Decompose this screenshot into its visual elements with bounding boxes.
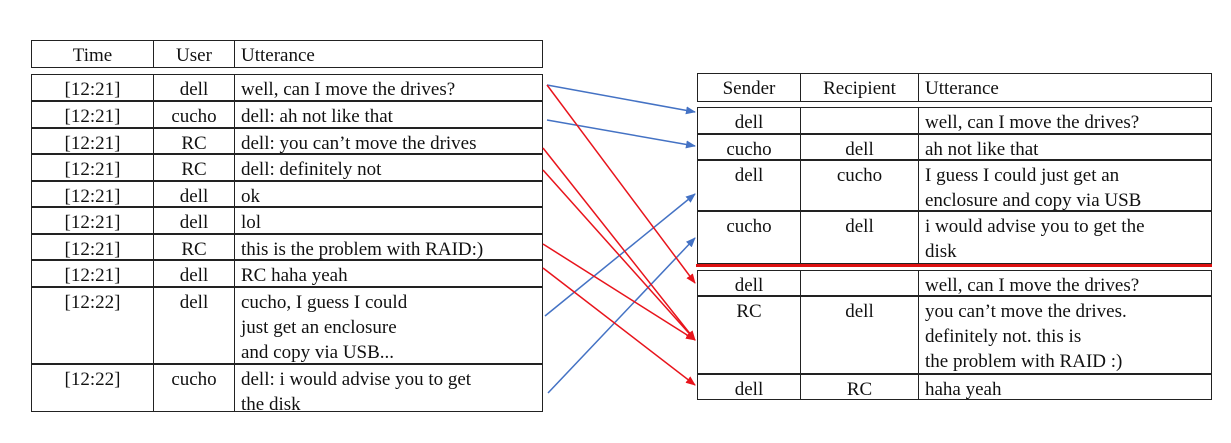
table-row: [12:21] dell lol xyxy=(31,207,543,234)
recipient-cell: RC xyxy=(800,375,918,400)
time-cell: [12:21] xyxy=(64,133,121,154)
utterance-cell: dell: definitely not xyxy=(234,155,542,180)
table-row: [12:22] cucho dell: i would advise you t… xyxy=(31,364,543,415)
time-cell: [12:22] xyxy=(64,369,121,390)
user-cell: dell xyxy=(153,182,234,207)
sender-cell: dell xyxy=(734,112,764,133)
recipient-cell: dell xyxy=(800,135,918,160)
sender-cell: cucho xyxy=(726,139,772,160)
red-arrow xyxy=(542,267,696,386)
table-row: dell RC haha yeah xyxy=(697,374,1212,400)
left-table-header: Time User Utterance xyxy=(31,40,543,68)
table-row: dell well, can I move the drives? xyxy=(697,107,1212,134)
utterance-cell: lol xyxy=(234,208,542,233)
user-cell: cucho xyxy=(153,102,234,127)
time-cell: [12:21] xyxy=(64,79,121,100)
time-cell: [12:21] xyxy=(64,265,121,286)
utterance-cell: dell: ah not like that xyxy=(234,102,542,127)
header-recipient: Recipient xyxy=(800,74,918,101)
utterance-cell: dell: you can’t move the drives xyxy=(234,129,542,154)
table-row: [12:21] dell well, can I move the drives… xyxy=(31,74,543,101)
user-cell: RC xyxy=(153,155,234,180)
right-table-header: Sender Recipient Utterance xyxy=(697,73,1212,102)
user-cell: cucho xyxy=(153,365,234,411)
blue-arrow xyxy=(547,237,696,394)
blue-arrow xyxy=(546,84,696,115)
utterance-cell: well, can I move the drives? xyxy=(918,271,1211,296)
time-cell: [12:22] xyxy=(64,292,121,313)
table-row: cucho dell ah not like that xyxy=(697,134,1212,160)
time-cell: [12:21] xyxy=(64,106,121,127)
sender-cell: dell xyxy=(734,379,764,400)
utterance-cell: cucho, I guess I could just get an enclo… xyxy=(234,288,542,363)
utterance-cell: ok xyxy=(234,182,542,207)
utterance-cell: dell: i would advise you to get the disk xyxy=(234,365,542,415)
table-row: [12:21] RC dell: definitely not xyxy=(31,154,543,181)
red-arrow xyxy=(542,243,696,341)
table-row: [12:21] RC dell: you can’t move the driv… xyxy=(31,128,543,154)
recipient-cell xyxy=(800,271,918,295)
red-arrow xyxy=(542,147,696,341)
utterance-cell: well, can I move the drives? xyxy=(234,75,542,100)
user-cell: RC xyxy=(153,129,234,154)
header-utterance: Utterance xyxy=(918,74,1211,101)
recipient-cell: dell xyxy=(800,297,918,373)
user-cell: dell xyxy=(153,75,234,100)
table-row: [12:22] dell cucho, I guess I could just… xyxy=(31,287,543,364)
utterance-cell: i would advise you to get the disk xyxy=(918,212,1211,263)
recipient-cell xyxy=(800,108,918,133)
red-arrow xyxy=(546,84,696,284)
table-row: [12:21] cucho dell: ah not like that xyxy=(31,101,543,128)
sender-cell: RC xyxy=(736,301,762,322)
utterance-cell: ah not like that xyxy=(918,135,1211,160)
utterance-cell: well, can I move the drives? xyxy=(918,108,1211,133)
sender-cell: dell xyxy=(734,275,764,296)
time-cell: [12:21] xyxy=(64,186,121,207)
table-row: cucho dell i would advise you to get the… xyxy=(697,211,1212,264)
table-row: dell well, can I move the drives? xyxy=(697,270,1212,296)
table-row: [12:21] dell RC haha yeah xyxy=(31,260,543,287)
user-cell: RC xyxy=(153,235,234,260)
time-cell: [12:21] xyxy=(64,212,121,233)
utterance-cell: I guess I could just get an enclosure an… xyxy=(918,161,1211,211)
sender-cell: cucho xyxy=(726,216,772,237)
recipient-cell: cucho xyxy=(800,161,918,210)
table-row: dell cucho I guess I could just get an e… xyxy=(697,160,1212,211)
utterance-cell: haha yeah xyxy=(918,375,1211,400)
header-user: User xyxy=(153,41,234,67)
header-utterance: Utterance xyxy=(234,41,542,67)
user-cell: dell xyxy=(153,288,234,363)
table-row: [12:21] RC this is the problem with RAID… xyxy=(31,234,543,260)
thread-separator-line xyxy=(696,264,1212,267)
time-cell: [12:21] xyxy=(64,239,121,260)
sender-cell: dell xyxy=(734,165,764,186)
table-row: [12:21] dell ok xyxy=(31,181,543,207)
red-arrow xyxy=(542,169,696,341)
blue-arrow xyxy=(546,119,696,149)
header-time: Time xyxy=(72,45,113,66)
utterance-cell: this is the problem with RAID:) xyxy=(234,235,542,260)
table-row: RC dell you can’t move the drives. defin… xyxy=(697,296,1212,374)
utterance-cell: you can’t move the drives. definitely no… xyxy=(918,297,1211,373)
user-cell: dell xyxy=(153,261,234,286)
time-cell: [12:21] xyxy=(64,159,121,180)
user-cell: dell xyxy=(153,208,234,233)
recipient-cell: dell xyxy=(800,212,918,263)
header-sender: Sender xyxy=(722,78,776,99)
utterance-cell: RC haha yeah xyxy=(234,261,542,286)
